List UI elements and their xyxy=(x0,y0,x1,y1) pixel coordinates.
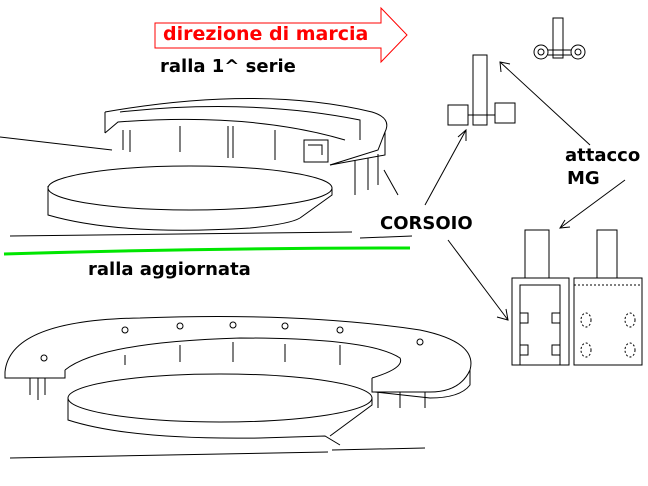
separator-line xyxy=(3,246,411,256)
attacco-mg-label-line2: MG xyxy=(567,168,600,189)
ralla-aggiornata-drawing xyxy=(4,316,472,459)
ralla-1-serie-label: ralla 1^ serie xyxy=(160,56,296,77)
ralla-aggiornata-label: ralla aggiornata xyxy=(88,259,251,280)
attacco-mg-icon xyxy=(533,17,586,60)
direction-label: direzione di marcia xyxy=(163,23,369,45)
direction-arrow xyxy=(154,6,408,64)
corsoio-top-view xyxy=(447,54,516,126)
attacco-mg-label-line1: attacco xyxy=(565,145,641,166)
ralla-1-serie-drawing xyxy=(0,98,413,239)
corsoio-side-views xyxy=(511,229,643,366)
corsoio-label: CORSOIO xyxy=(380,213,473,234)
leader-arrows xyxy=(424,61,626,321)
